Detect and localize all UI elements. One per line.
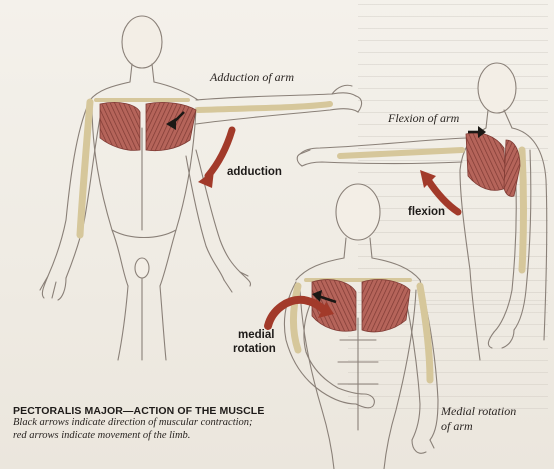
figure-medial-rotation [283, 183, 439, 469]
medial-rotation-arrow-red [264, 295, 328, 330]
adduction-title: Adduction of arm [210, 70, 294, 84]
flexion-arrow-red [424, 176, 462, 216]
figure-adduction [39, 15, 363, 361]
figure-caption: PECTORALIS MAJOR—ACTION OF THE MUSCLE Bl… [13, 405, 313, 442]
medial-rotation-label-line1: medial [238, 329, 275, 341]
adduction-label: adduction [227, 166, 282, 178]
caption-line: red arrows indicate movement of the limb… [13, 429, 191, 441]
flexion-label: flexion [408, 206, 446, 218]
caption-line: Black arrows indicate direction of muscu… [13, 417, 253, 428]
medial-rotation-label-line2: rotation [233, 343, 276, 355]
medial-rotation-title-line2: of arm [441, 419, 473, 433]
caption-title: PECTORALIS MAJOR—ACTION OF THE MUSCLE [13, 405, 265, 417]
medial-rotation-title-line1: Medial rotation [441, 404, 517, 418]
flexion-title: Flexion of arm [388, 111, 460, 125]
